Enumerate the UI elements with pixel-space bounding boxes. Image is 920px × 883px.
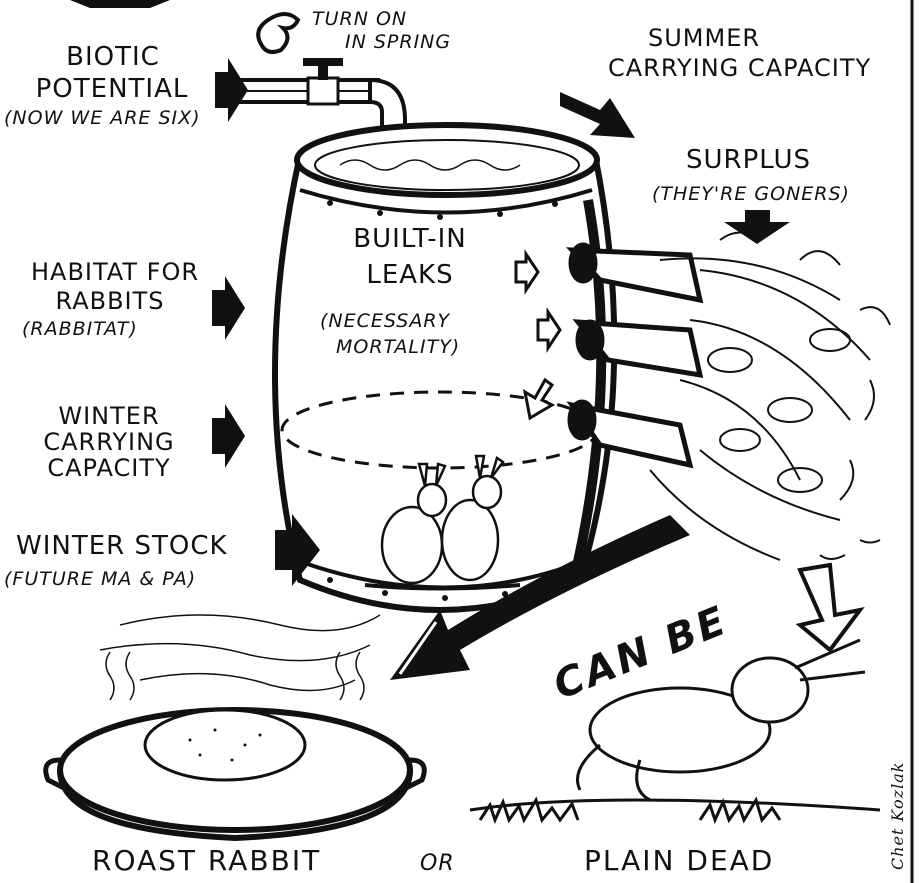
summer-label-line1: SUMMER: [648, 26, 760, 51]
winter-stock-sublabel: (FUTURE MA & PA): [4, 570, 196, 590]
roast-pan: [46, 615, 425, 838]
turn-on-label-line1: TURN ON: [312, 10, 407, 30]
biotic-arrow-icon: [215, 58, 248, 122]
summer-arrow-icon: [560, 92, 635, 138]
leaks-sublabel-line2: MORTALITY): [336, 338, 460, 358]
roast-rabbit-label: ROAST RABBIT: [92, 846, 321, 875]
habitat-sublabel: (RABBITAT): [22, 320, 138, 340]
winter-cc-label-line3: CAPACITY: [14, 456, 204, 481]
surplus-arrow-icon: [724, 210, 790, 244]
winter-cc-label-line1: WINTER: [14, 404, 204, 429]
summer-label-line2: CARRYING CAPACITY: [608, 56, 871, 81]
biotic-sublabel: (NOW WE ARE SIX): [4, 109, 201, 129]
plain-dead-label: PLAIN DEAD: [584, 846, 774, 875]
winter-stock-label: WINTER STOCK: [16, 533, 228, 560]
leaks-label-line1: BUILT-IN: [330, 226, 490, 253]
hand-icon: [258, 14, 298, 52]
winter-cc-arrow-icon: [212, 404, 245, 468]
habitat-label-line2: RABBITS: [10, 289, 210, 314]
or-label: OR: [420, 852, 455, 875]
biotic-label-line1: BIOTIC: [28, 44, 198, 71]
artist-signature: Chet Kozlak: [890, 762, 907, 870]
surplus-label: SURPLUS: [686, 147, 811, 174]
habitat-arrow-icon: [212, 276, 245, 340]
biotic-label-line2: POTENTIAL: [12, 76, 212, 103]
surplus-sublabel: (THEY'RE GONERS): [652, 185, 850, 205]
down-arrow-icon: [800, 565, 860, 650]
winter-cc-label-line2: CARRYING: [14, 430, 204, 455]
leaks-sublabel-line1: (NECESSARY: [320, 312, 450, 332]
turn-on-label-line2: IN SPRING: [345, 33, 451, 53]
leak-spouts: [570, 245, 700, 465]
habitat-label-line1: HABITAT FOR: [10, 260, 220, 285]
leaks-label-line2: LEAKS: [330, 262, 490, 289]
dead-rabbit: [470, 640, 880, 820]
top-arrow-fragment: [70, 0, 170, 8]
